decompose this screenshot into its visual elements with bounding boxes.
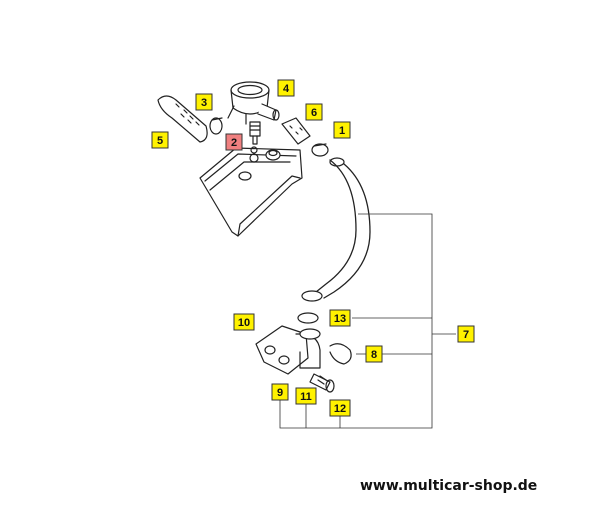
hose-7	[301, 157, 371, 302]
valve-cover	[199, 147, 303, 237]
callout-5: 5	[151, 131, 169, 149]
callout-box-1	[333, 121, 351, 139]
leader-9-12	[279, 392, 416, 429]
callout-box-3	[195, 93, 213, 111]
callout-label-13: 13	[334, 313, 346, 325]
callout-label-4: 4	[283, 83, 290, 95]
callout-box-12	[329, 399, 351, 417]
o-ring-13	[297, 312, 319, 324]
callout-2: 2	[225, 133, 243, 151]
clamp-1	[311, 143, 329, 157]
clamp-3	[209, 117, 223, 135]
callout-box-10	[233, 313, 255, 331]
callout-label-7: 7	[463, 329, 469, 341]
callout-10: 10	[233, 313, 255, 331]
callout-3: 3	[195, 93, 213, 111]
callout-box-4	[277, 79, 295, 97]
callout-box-5	[151, 131, 169, 149]
callout-box-13	[329, 309, 351, 327]
callout-box-7	[457, 325, 475, 343]
callout-label-2: 2	[231, 137, 237, 149]
callout-label-9: 9	[277, 387, 283, 399]
callout-box-8	[365, 345, 383, 363]
callout-box-6	[305, 103, 323, 121]
bolt	[309, 373, 335, 393]
callout-1: 1	[333, 121, 351, 139]
footer-url[interactable]: www.multicar-shop.de	[360, 478, 538, 494]
callout-label-11: 11	[300, 391, 312, 403]
callout-13: 13	[329, 309, 351, 327]
callout-label-1: 1	[339, 125, 345, 137]
callout-label-5: 5	[157, 135, 163, 147]
callout-label-3: 3	[201, 97, 207, 109]
callout-8: 8	[365, 345, 383, 363]
spring-clip-8	[329, 343, 352, 365]
callout-box-2	[225, 133, 243, 151]
callout-box-11	[295, 387, 317, 405]
fitting-2	[249, 121, 261, 163]
leader-7-bracket	[358, 213, 433, 429]
hose-6	[281, 117, 311, 145]
elbow-housing	[255, 325, 321, 375]
callout-box-9	[271, 383, 289, 401]
callout-11: 11	[295, 387, 317, 405]
callout-label-8: 8	[371, 349, 377, 361]
callout-7: 7	[457, 325, 475, 343]
callout-label-10: 10	[238, 317, 250, 329]
hose-5	[157, 95, 208, 143]
callout-6: 6	[305, 103, 323, 121]
breather-housing	[227, 81, 280, 125]
callout-label-12: 12	[334, 403, 346, 415]
callout-4: 4	[277, 79, 295, 97]
callout-12: 12	[329, 399, 351, 417]
callout-9: 9	[271, 383, 289, 401]
callout-label-6: 6	[311, 107, 317, 119]
